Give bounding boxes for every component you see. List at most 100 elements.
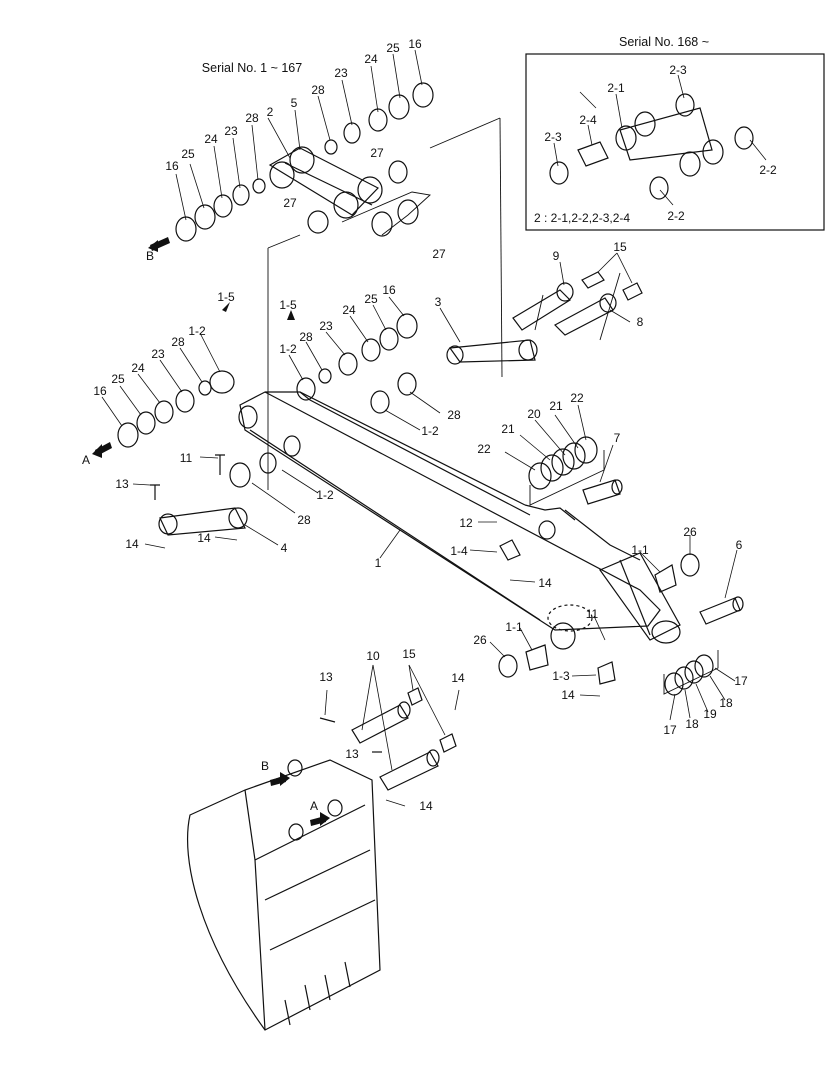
callout: 25 [386,41,400,55]
callout: 25 [364,292,378,306]
callout: 7 [613,431,621,445]
guide-27 [341,191,431,236]
inset-note: 2 : 2-1,2-2,2-3,2-4 [534,211,631,225]
callout: 4 [280,541,288,555]
callout: 18 [685,717,699,731]
callout: 14 [538,576,552,590]
pins-10 [319,687,457,791]
bucket [187,759,381,1031]
pin-8-9 [512,271,643,336]
callout: 16 [408,37,422,51]
callout: 1-3 [552,669,570,683]
inset-frame [525,53,825,231]
inset-link-2 [549,93,754,200]
callout: 23 [319,319,333,333]
callout: 1-1 [505,620,523,634]
callout: 17 [663,723,677,737]
callout: 22 [570,391,584,405]
callout: 20 [527,407,541,421]
callout: 12 [459,516,473,530]
callout: 11 [585,607,599,621]
callout: 2-3 [544,130,562,144]
link-4 [150,454,251,536]
callout: 24 [131,361,145,375]
callout: 14 [451,671,465,685]
arrow-a-label-left: A [81,453,91,467]
callout: 1-5 [217,290,235,304]
arrows [92,237,330,826]
callout: 23 [334,66,348,80]
link-2-assembly [268,146,383,219]
callout: 28 [245,111,259,125]
callout: 28 [299,330,313,344]
callout: 14 [419,799,433,813]
arrow-b-label-lower: B [260,759,270,773]
callout: 24 [342,303,356,317]
callout: 1-2 [279,342,297,356]
callout: 24 [204,132,218,146]
callout: 1-2 [421,424,439,438]
callout: 14 [125,537,139,551]
pin-6 [699,596,744,625]
callout: 1-1 [631,543,649,557]
callout: 8 [636,315,644,329]
callout: 5 [290,96,298,110]
callout: 1 [374,556,382,570]
callout: 15 [402,647,416,661]
bushings [498,539,700,685]
arm-body [238,391,681,650]
callout: 21 [549,399,563,413]
washer-stack-right-mid [296,313,418,414]
callout: 2-2 [759,163,777,177]
guide-lines [267,117,621,490]
callout: 24 [364,52,378,66]
callout: 2-1 [607,81,625,95]
callout: 14 [197,531,211,545]
callout: 3 [434,295,442,309]
callout: 28 [171,335,185,349]
callout: 11 [179,451,193,465]
callout: 13 [115,477,129,491]
callout: 22 [477,442,491,456]
callout: 28 [311,83,325,97]
callout: 23 [224,124,238,138]
callout: 2-2 [667,209,685,223]
callout: 28 [447,408,461,422]
callout: 23 [151,347,165,361]
serial-label-right: Serial No. 168 ~ [619,35,709,49]
washer-stack-upper-left [175,178,266,242]
callout: 26 [683,525,697,539]
callout: 18 [719,696,733,710]
callout: 17 [734,674,748,688]
callout: 6 [735,538,743,552]
callout: 27 [283,196,297,210]
callout: 13 [319,670,333,684]
washer-stack-left-mid [117,370,235,448]
callout: 2-4 [579,113,597,127]
seal-stack-20-22 [528,436,605,506]
callout: 26 [473,633,487,647]
callout: 27 [432,247,446,261]
callout: 13 [345,747,359,761]
serial-label-left: Serial No. 1 ~ 167 [201,61,303,75]
seal-stack-17-19 [663,650,719,696]
callout: 28 [297,513,311,527]
callout: 1-2 [188,324,206,338]
callout: 27 [370,146,384,160]
callout: 2 [266,105,274,119]
callout: 16 [93,384,107,398]
callout: 1-5 [279,298,297,312]
link-3 [446,339,538,365]
callout: 25 [181,147,195,161]
callout: 10 [366,649,380,663]
callout: 16 [382,283,396,297]
callout: 9 [552,249,560,263]
callout: 19 [703,707,717,721]
callout: 14 [561,688,575,702]
arrow-a-label-lower: A [309,799,319,813]
callout: 1-4 [450,544,468,558]
callout: 25 [111,372,125,386]
callout: 16 [165,159,179,173]
